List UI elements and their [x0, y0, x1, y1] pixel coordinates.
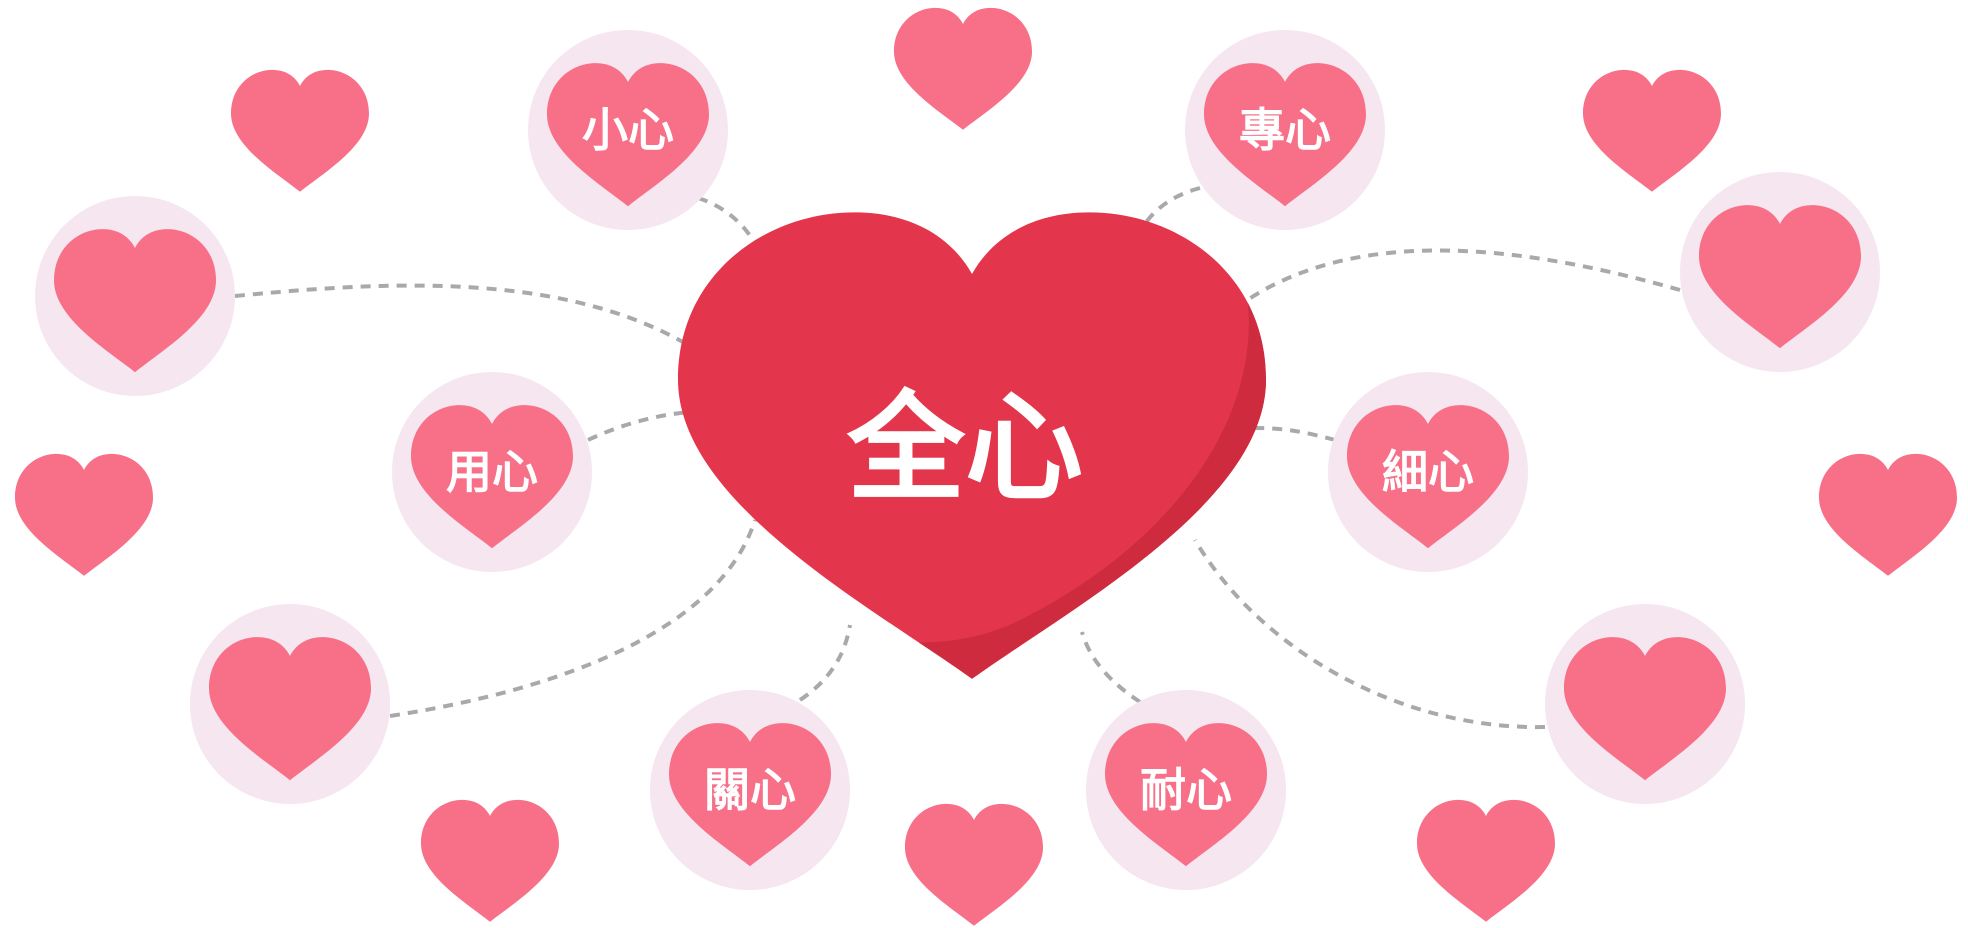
- heart-icon: [1417, 799, 1555, 922]
- heart-icon: [421, 799, 559, 922]
- haloed-hearts: [35, 172, 1880, 804]
- node-label-xiaoxin: 小心: [582, 103, 674, 157]
- connector-bottom-right: [1193, 538, 1546, 730]
- haloed-heart-top-left: [35, 196, 235, 396]
- center-node: 全心: [678, 212, 1266, 679]
- connector-xixin: [1254, 426, 1336, 442]
- haloed-heart-top-right: [1680, 172, 1880, 372]
- heart-icon: [905, 803, 1043, 926]
- heart-icon: [15, 453, 154, 576]
- node-yongxin: 用心: [392, 372, 592, 572]
- node-xixin: 細心: [1328, 372, 1528, 572]
- connector-guanxin: [798, 624, 852, 702]
- haloed-heart-bottom-left: [190, 604, 390, 804]
- connector-yongxin: [587, 410, 691, 442]
- heart-icon: [894, 7, 1032, 130]
- heart-icon: [231, 69, 369, 192]
- connector-top-left: [234, 283, 690, 347]
- node-label-xixin: 細心: [1382, 445, 1474, 499]
- node-label-zhuanxin: 專心: [1239, 103, 1331, 157]
- node-label-yongxin: 用心: [446, 445, 538, 499]
- node-zhuanxin: 專心: [1185, 30, 1385, 230]
- connector-bottom-left: [389, 519, 757, 718]
- node-label-naixin: 耐心: [1140, 763, 1232, 817]
- node-xiaoxin: 小心: [528, 30, 728, 230]
- node-label-guanxin: 關心: [704, 763, 796, 817]
- connector-top-right: [1238, 248, 1681, 307]
- node-guanxin: 關心: [650, 690, 850, 890]
- center-label: 全心: [846, 379, 1083, 517]
- connector-naixin: [1080, 631, 1142, 704]
- haloed-heart-bottom-right: [1545, 604, 1745, 804]
- node-naixin: 耐心: [1086, 690, 1286, 890]
- heart-icon: [1819, 453, 1957, 576]
- heart-icon: [1583, 69, 1721, 192]
- labeled-nodes: 小心 專心 用心 細心 關心 耐心: [392, 30, 1528, 890]
